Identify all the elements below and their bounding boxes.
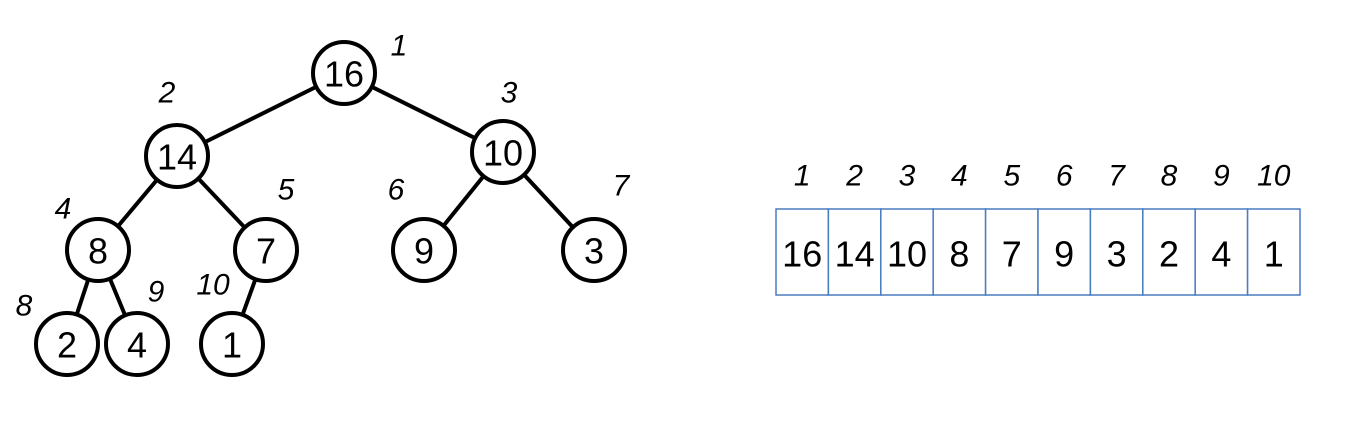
tree-node: 10 3 xyxy=(470,77,536,185)
array-cell-value: 2 xyxy=(1159,234,1179,275)
array-cell-box xyxy=(880,208,934,296)
tree-node-value: 2 xyxy=(57,325,77,366)
tree-node-value: 7 xyxy=(256,231,276,272)
tree-node-value: 1 xyxy=(222,325,242,366)
tree-node-value: 9 xyxy=(414,231,434,272)
tree-node-value: 16 xyxy=(324,54,364,95)
array-cell-value: 4 xyxy=(1211,234,1231,275)
array-cell-value: 10 xyxy=(887,234,927,275)
tree-node: 1 10 xyxy=(196,269,265,377)
array-cell-index: 6 xyxy=(1056,160,1073,193)
array-cell-index: 8 xyxy=(1161,160,1178,193)
array-cell-box xyxy=(827,208,882,296)
array-cell-value: 3 xyxy=(1107,234,1127,275)
tree-node-circle xyxy=(144,123,210,189)
array-cell: 10 3 xyxy=(880,160,934,296)
array-cell: 96 xyxy=(1037,160,1092,296)
array-cell-box xyxy=(1037,208,1092,296)
tree-node: 49 xyxy=(104,276,170,377)
tree-node: 96 xyxy=(388,174,457,283)
tree-node-index: 7 xyxy=(613,170,631,203)
array-cell-box xyxy=(1246,208,1301,296)
tree-node: 16 1 xyxy=(311,30,408,106)
tree-node-value: 8 xyxy=(88,231,108,272)
tree-node-circle xyxy=(104,311,170,377)
array-cell-index: 9 xyxy=(1213,160,1230,193)
tree-node-index: 1 xyxy=(391,30,408,63)
array-cell: 14 2 xyxy=(827,160,882,296)
array-cell-index: 3 xyxy=(899,160,916,193)
array-cell: 84 xyxy=(932,160,987,296)
array-cell: 75 xyxy=(984,160,1039,296)
array-cell-index: 1 xyxy=(794,160,811,193)
tree-node-index: 5 xyxy=(278,174,295,207)
array-cell-box xyxy=(1142,208,1196,296)
array-cell-box xyxy=(932,208,987,296)
tree-node-value: 3 xyxy=(584,231,604,272)
tree-edges xyxy=(65,71,596,345)
tree-node-index: 8 xyxy=(16,290,33,323)
array-cell-index: 7 xyxy=(1108,160,1126,193)
array-cell-value: 16 xyxy=(782,234,822,275)
tree-node-value: 4 xyxy=(127,325,147,366)
tree-node-index: 9 xyxy=(148,276,165,309)
tree-node-circle xyxy=(34,311,100,377)
tree-node-circle xyxy=(199,311,265,377)
tree-node-index: 10 xyxy=(196,269,230,302)
array-cell-index: 5 xyxy=(1003,160,1020,193)
array-cell-box xyxy=(1089,208,1144,296)
array-cell-value: 1 xyxy=(1264,234,1284,275)
array-cell-value: 7 xyxy=(1002,234,1022,275)
array-cell-index: 2 xyxy=(845,160,863,193)
array-cell: 16 1 xyxy=(775,160,830,296)
array-cell: 37 xyxy=(1089,160,1144,296)
array-cell-box xyxy=(984,208,1039,296)
tree-node: 75 xyxy=(233,174,299,283)
tree-node-circle xyxy=(65,217,131,283)
array-cell: 49 xyxy=(1194,160,1249,296)
tree-node: 14 2 xyxy=(144,77,210,189)
array-cell: 1 10 xyxy=(1246,160,1301,296)
tree-node-value: 10 xyxy=(483,133,523,174)
tree-node-circle xyxy=(233,217,299,283)
tree-node-index: 2 xyxy=(158,77,176,110)
array-cell-box xyxy=(1194,208,1249,296)
tree-node: 37 xyxy=(561,170,631,283)
tree-node-index: 4 xyxy=(55,193,72,226)
tree-node: 84 xyxy=(55,193,131,283)
tree-node-index: 6 xyxy=(388,174,405,207)
array-cell-value: 14 xyxy=(835,234,875,275)
tree-node: 28 xyxy=(16,290,100,377)
tree-node-circle xyxy=(311,40,377,106)
tree-node-value: 14 xyxy=(157,137,197,178)
array-cell-value: 8 xyxy=(949,234,969,275)
tree-node-circle xyxy=(391,217,457,283)
array-cell: 28 xyxy=(1142,160,1196,296)
array-cell-value: 9 xyxy=(1054,234,1074,275)
array-cell-index: 10 xyxy=(1257,160,1291,193)
tree-node-circle xyxy=(561,217,627,283)
tree-node-circle xyxy=(470,119,536,185)
tree-node-index: 3 xyxy=(501,77,518,110)
array-cell-index: 4 xyxy=(951,160,968,193)
